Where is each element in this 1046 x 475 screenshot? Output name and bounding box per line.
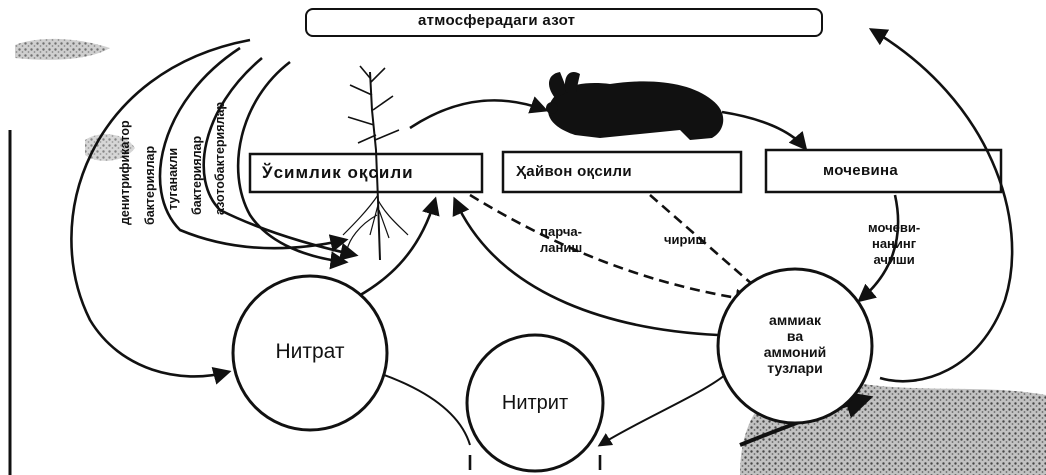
urea-breakdown-line-2: нанинг — [868, 236, 920, 252]
denitrifier-label-2: бактериялар — [143, 146, 157, 225]
ammonia-line-1: аммиак — [735, 312, 855, 328]
ammonia-label: аммиак ва аммоний тузлари — [735, 312, 855, 376]
decomposition-label: парча- ланиш — [540, 224, 582, 256]
animal-protein-label: Ҳайвон оқсили — [516, 163, 632, 180]
nitrate-label: Нитрат — [248, 340, 372, 364]
urea-breakdown-line-1: мочеви- — [868, 220, 920, 236]
azotobacter-label: азотобактериялар — [213, 102, 227, 215]
decomposition-line-1: парча- — [540, 224, 582, 240]
rotting-label: чириш — [664, 232, 706, 248]
ammonia-line-3: аммоний — [735, 344, 855, 360]
nitrite-label: Нитрит — [475, 392, 595, 415]
denitrifier-label-1: денитрификатор — [118, 120, 132, 225]
ammonia-line-2: ва — [735, 328, 855, 344]
urea-label: мочевина — [823, 162, 898, 179]
rabbit-icon — [546, 72, 723, 140]
decomposition-line-2: ланиш — [540, 240, 582, 256]
plant-protein-label: Ўсимлик оқсили — [262, 163, 414, 183]
urea-breakdown-line-3: ачиши — [868, 252, 920, 268]
atmosphere-nitrogen-label: атмосферадаги азот — [418, 12, 575, 29]
nodule-label-1: туганакли — [166, 148, 180, 210]
nodule-label-2: бактериялар — [190, 136, 204, 215]
urea-breakdown-label: мочеви- нанинг ачиши — [868, 220, 920, 268]
ammonia-line-4: тузлари — [735, 360, 855, 376]
